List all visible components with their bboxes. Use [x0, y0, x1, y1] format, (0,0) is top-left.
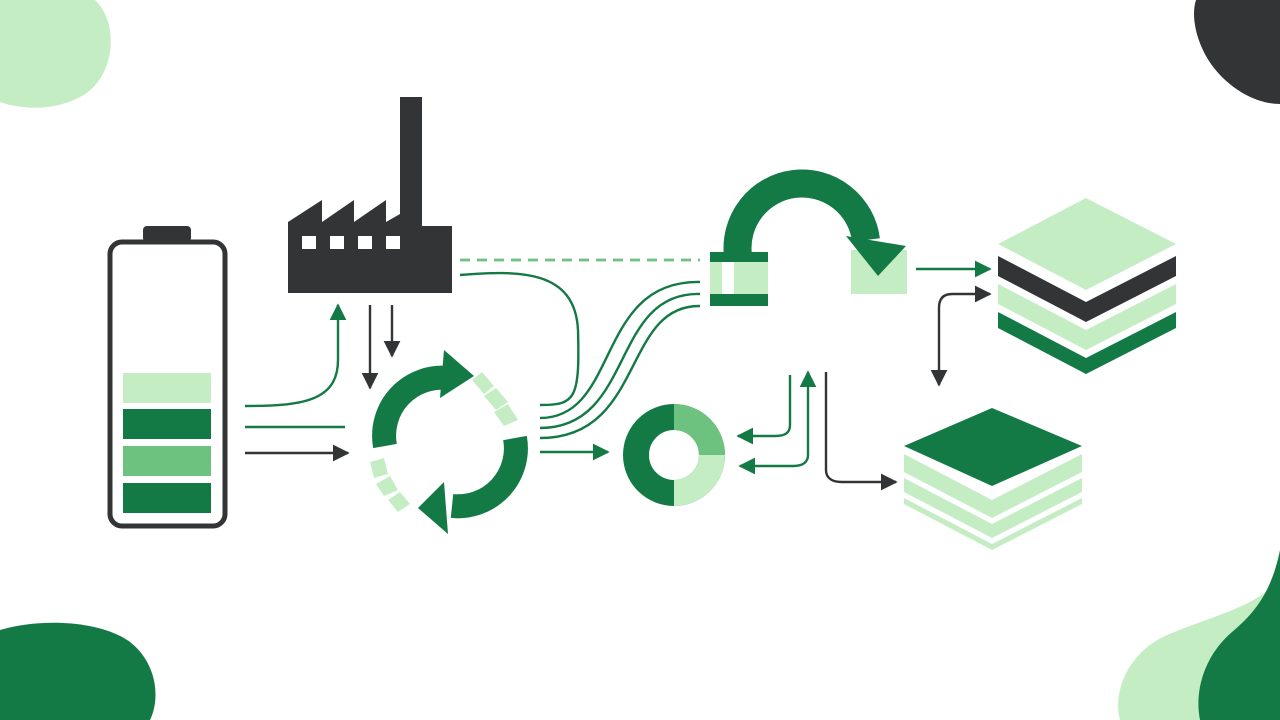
loop-arc [723, 169, 880, 258]
stack-top-layer-3 [998, 312, 1176, 374]
battery-terminal [143, 226, 191, 242]
corner-blob-top-right [1194, 0, 1280, 104]
factory-window [302, 236, 316, 249]
recycle-arc-upper [372, 365, 450, 449]
donut-ring-icon [623, 404, 725, 506]
factory-silhouette [288, 97, 452, 293]
battery-segment-2 [123, 409, 211, 439]
loop-box-left-top-band [710, 252, 768, 262]
factory-icon [288, 97, 452, 293]
connector-loop-to-ring-2 [738, 370, 817, 475]
recycle-arrowhead-lower [418, 482, 448, 534]
battery-segment-1 [123, 373, 211, 403]
stack-bottom-layer-1 [904, 454, 1082, 518]
factory-window [386, 236, 400, 249]
connector-loop-to-stack-bottom [824, 372, 898, 491]
layer-stack-icon-bottom [904, 408, 1082, 550]
battery-body [107, 239, 228, 529]
battery-segment-4 [123, 483, 211, 513]
loop-box-left-bottom-band [710, 294, 768, 306]
connector-stack-top-to-stack-bottom [930, 285, 992, 387]
recycle-hatch-lower [370, 458, 410, 512]
ring-segment-lower-right [673, 454, 725, 506]
recycle-hatch-upper [472, 372, 518, 426]
connector-recycle-to-loop-3 [539, 304, 701, 440]
connector-loop-to-ring-1 [736, 375, 792, 445]
connector-battery-to-factory [244, 303, 347, 408]
recycle-arrowhead-upper [440, 350, 474, 398]
ring-segment-upper-right [673, 404, 725, 456]
battery-segment-3 [123, 446, 211, 476]
recycle-arrows-icon [370, 350, 528, 534]
layer-stack-icon-top [998, 198, 1176, 374]
battery-icon [107, 226, 228, 529]
curved-loop-arrow-icon [710, 169, 907, 306]
connector-recycle-to-loop-2 [539, 292, 701, 430]
stack-bottom-face [904, 408, 1082, 486]
loop-arrowhead [846, 236, 906, 276]
connector-factory-to-recycle-curve [459, 271, 580, 407]
stack-top-face [998, 198, 1176, 290]
factory-window [358, 236, 372, 249]
corner-blob-bottom-left [0, 622, 156, 720]
stack-top-layer-1 [998, 256, 1176, 322]
recycle-arc-lower [450, 435, 528, 519]
factory-window [330, 236, 344, 249]
corner-blob-bottom-right-dark [1198, 550, 1280, 720]
corner-blob-top-left [0, 0, 111, 108]
stack-top-layer-2 [998, 284, 1176, 350]
connectors [244, 258, 992, 491]
loop-box-left-slot [722, 262, 734, 294]
connector-recycle-to-loop-1 [539, 280, 701, 420]
stack-bottom-layer-2 [904, 478, 1082, 538]
